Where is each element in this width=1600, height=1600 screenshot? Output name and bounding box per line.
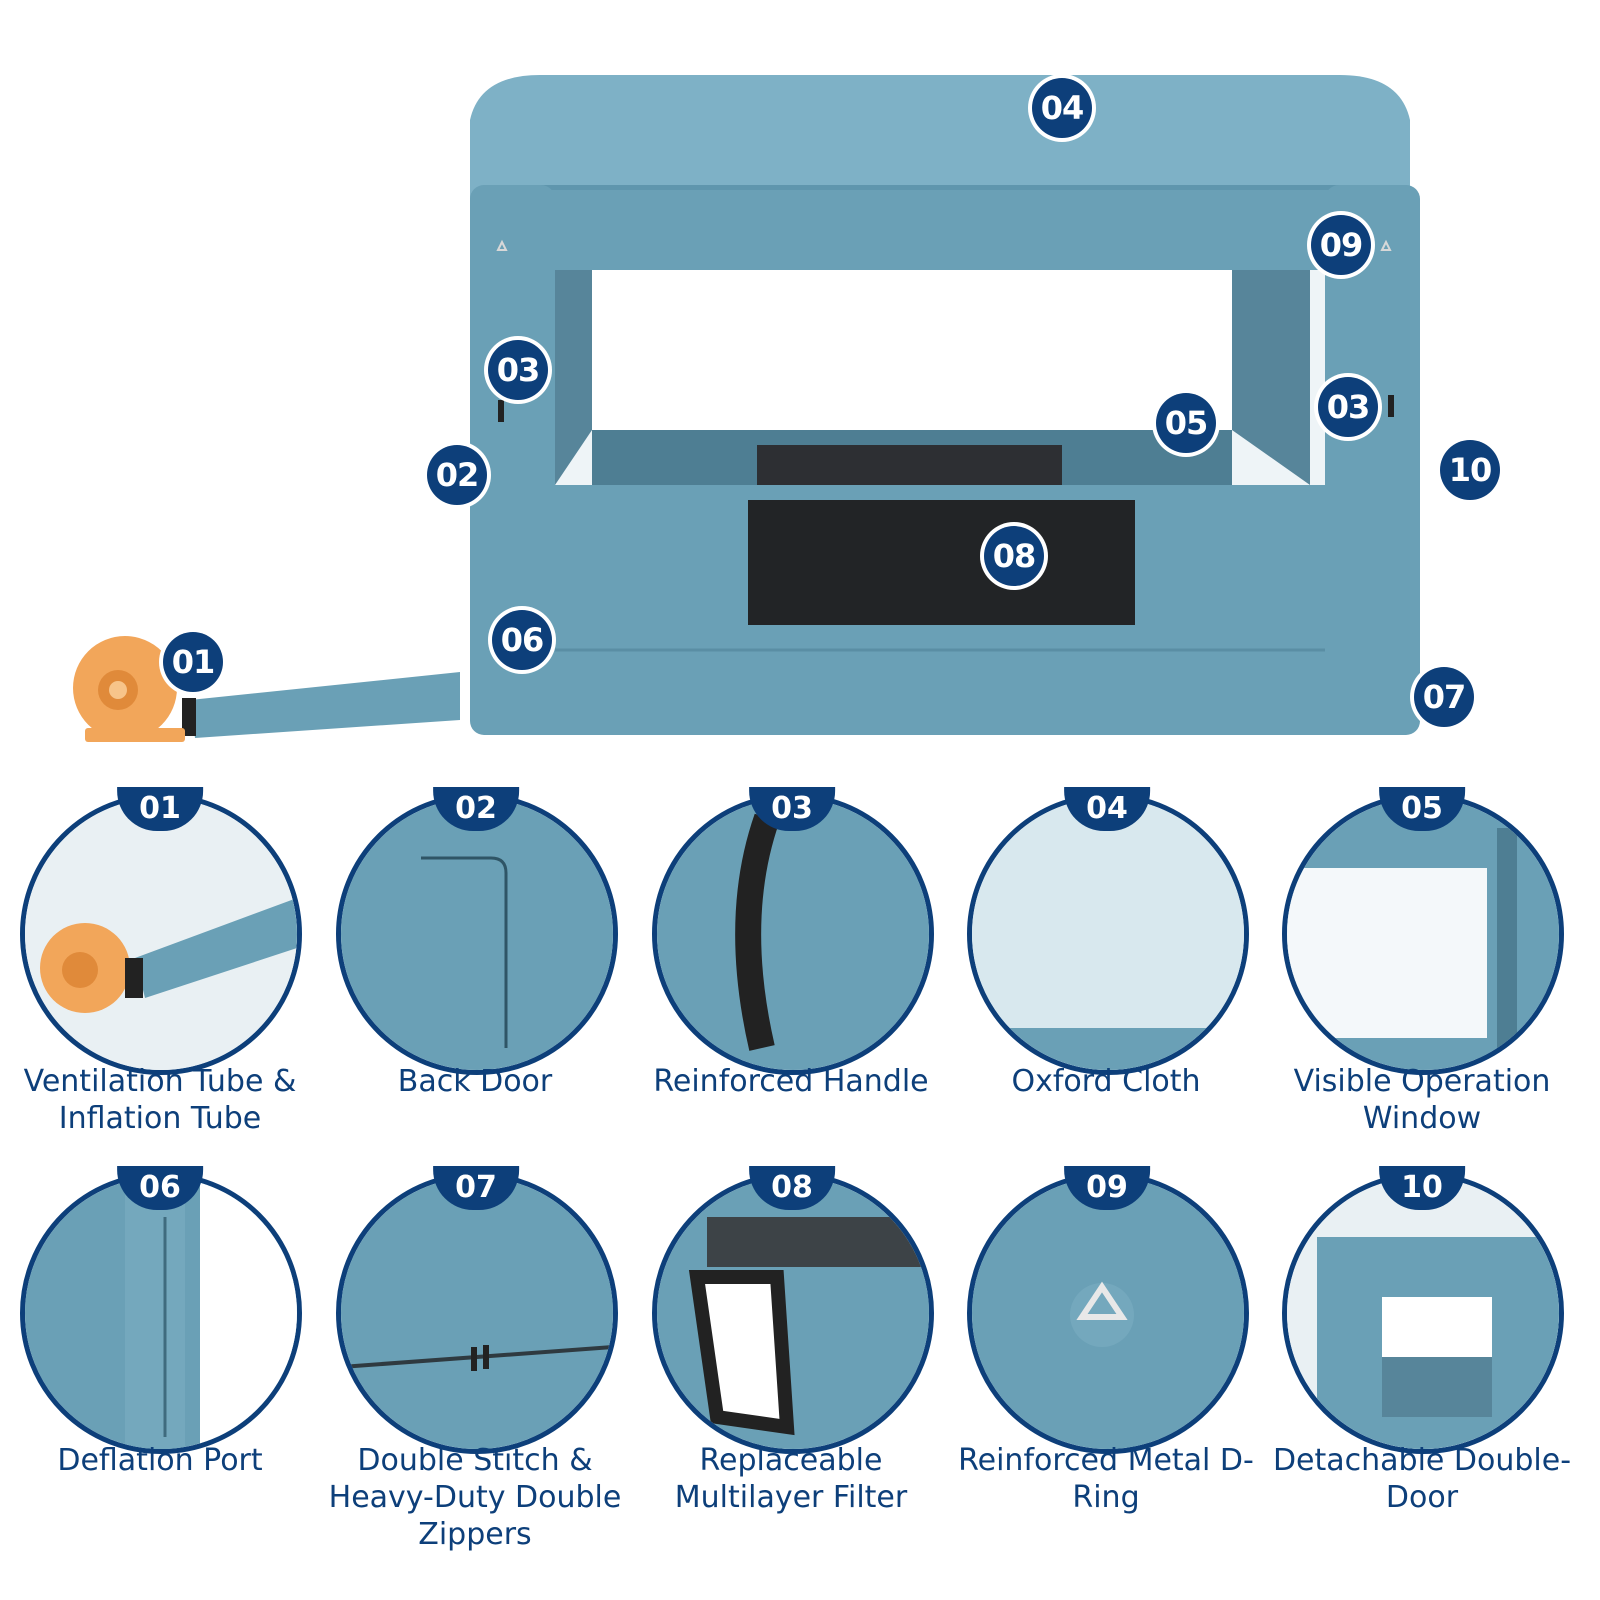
feature-label: Reinforced Metal D-Ring [958, 1443, 1254, 1515]
feature-09: 09 [967, 1166, 1249, 1454]
hero-badge-03-left: 03 [488, 340, 548, 400]
feature-label: Deflation Port [57, 1443, 263, 1478]
hero-badge-08: 08 [984, 526, 1044, 586]
hero-badge-02: 02 [427, 445, 487, 505]
feature-label: Detachable Double-Door [1272, 1443, 1572, 1515]
feature-06: 06 [20, 1166, 302, 1454]
handle-strap-icon [652, 793, 934, 1075]
tent-door-icon [1282, 1172, 1564, 1454]
hero-badge-07: 07 [1414, 667, 1474, 727]
feature-03: 03 [652, 787, 934, 1075]
filter-icon [652, 1172, 934, 1454]
d-ring-icon [967, 1172, 1249, 1454]
feature-02: 02 [336, 787, 618, 1075]
feature-label: Oxford Cloth [1011, 1064, 1201, 1099]
blower-tube-icon [20, 793, 302, 1075]
feature-10: 10 [1282, 1166, 1564, 1454]
hero-badge-05: 05 [1156, 393, 1216, 453]
feature-number: 10 [1379, 1166, 1465, 1210]
feature-label: Reinforced Handle [653, 1064, 929, 1099]
window-icon [1282, 793, 1564, 1075]
feature-label: Double Stitch & Heavy-Duty Double Zipper… [328, 1443, 622, 1552]
hero-badge-09: 09 [1311, 215, 1371, 275]
hero-badge-10: 10 [1440, 440, 1500, 500]
deflation-port-icon [20, 1172, 302, 1454]
zipper-icon [336, 1172, 618, 1454]
feature-01: 01 [20, 787, 302, 1075]
feature-label: Back Door [397, 1064, 553, 1099]
hero-badge-01: 01 [163, 632, 223, 692]
fabric-icon [967, 793, 1249, 1075]
back-door-icon [336, 793, 618, 1075]
hero-badge-04: 04 [1032, 78, 1092, 138]
feature-07: 07 [336, 1166, 618, 1454]
feature-label: Visible Operation Window [1293, 1064, 1551, 1136]
feature-08: 08 [652, 1166, 934, 1454]
hero-badge-03-right: 03 [1318, 377, 1378, 437]
hero-badge-06: 06 [492, 610, 552, 670]
feature-04: 04 [967, 787, 1249, 1075]
feature-label: Replaceable Multilayer Filter [674, 1443, 908, 1515]
feature-label: Ventilation Tube & Inflation Tube [23, 1064, 297, 1136]
feature-05: 05 [1282, 787, 1564, 1075]
